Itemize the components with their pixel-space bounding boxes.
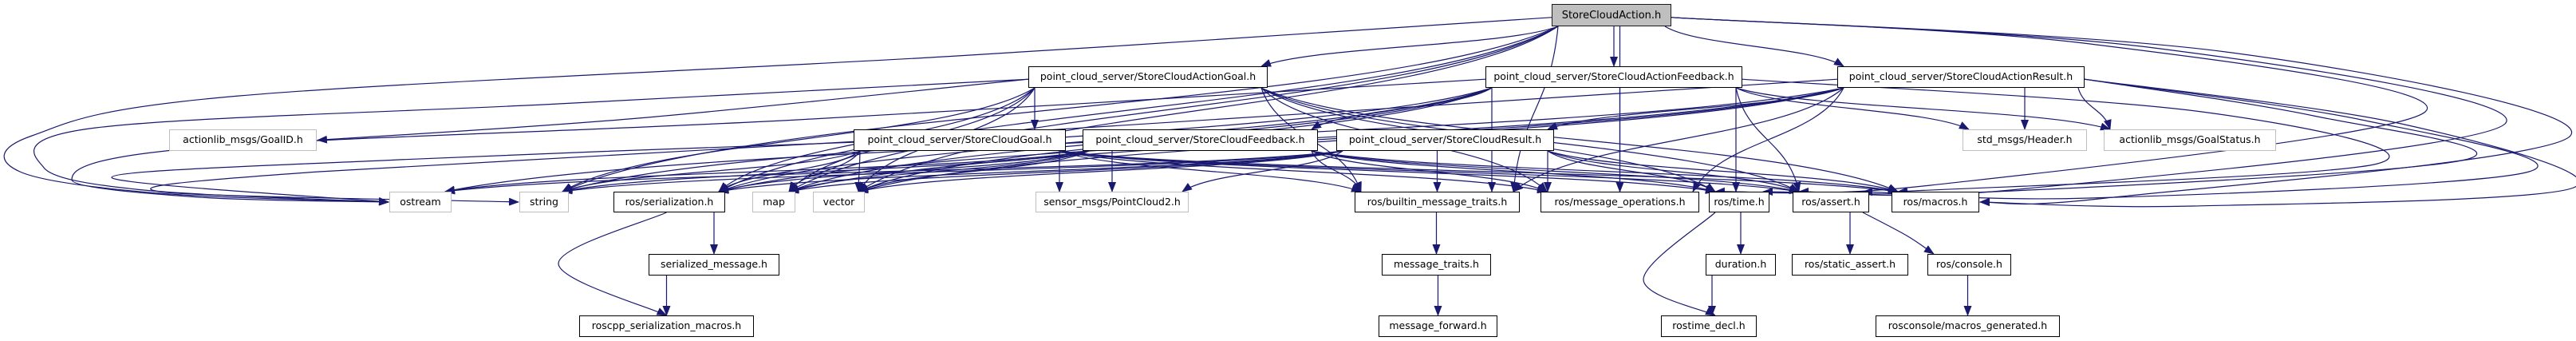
include-edge-root-string bbox=[562, 26, 1559, 192]
include-edge-root-ser bbox=[718, 26, 1559, 192]
include-edge-scfb-msgops bbox=[1311, 150, 1548, 192]
include-edge-AR-macros bbox=[1979, 78, 2576, 208]
graph-node-rcmacros[interactable]: rosconsole/macros_generated.h bbox=[1876, 315, 2060, 337]
graph-node-scfb[interactable]: point_cloud_server/StoreCloudFeedback.h bbox=[1083, 129, 1318, 151]
include-edge-scfb-assert bbox=[1311, 150, 1800, 194]
graph-node-assert[interactable]: ros/assert.h bbox=[1793, 192, 1869, 212]
graph-node-msgfwd[interactable]: message_forward.h bbox=[1379, 315, 1497, 337]
graph-node-vector: vector bbox=[813, 192, 865, 212]
include-edge-scfb-time bbox=[1311, 150, 1716, 193]
include-edge-assert-console bbox=[1862, 212, 1935, 255]
graph-node-AF[interactable]: point_cloud_server/StoreCloudActionFeedb… bbox=[1485, 66, 1742, 88]
graph-node-time[interactable]: ros/time.h bbox=[1709, 192, 1769, 212]
include-edge-scres-string bbox=[562, 150, 1343, 195]
include-edge-root-macros bbox=[1671, 17, 2573, 206]
graph-node-pc2: sensor_msgs/PointCloud2.h bbox=[1036, 192, 1189, 212]
include-edge-scgoal-vector bbox=[854, 150, 863, 192]
include-edge-AR-assert bbox=[1862, 78, 2539, 200]
include-edge-scres-assert bbox=[1547, 150, 1800, 192]
include-edge-root-ostream bbox=[3, 17, 1552, 206]
graph-node-scgoal[interactable]: point_cloud_server/StoreCloudGoal.h bbox=[854, 129, 1066, 151]
include-edge-AF-gstatus bbox=[1735, 87, 2111, 131]
include-edge-scgoal-ser bbox=[718, 150, 861, 192]
include-edge-root-AR bbox=[1664, 26, 1844, 67]
include-edge-root-AG bbox=[1260, 26, 1559, 67]
include-edge-root-vector bbox=[858, 26, 1559, 192]
graph-node-gstatus: actionlib_msgs/GoalStatus.h bbox=[2104, 129, 2276, 151]
graph-node-header: std_msgs/Header.h bbox=[1963, 129, 2087, 151]
include-edge-root-time bbox=[1671, 17, 2428, 196]
include-edge-scres-macros bbox=[1547, 150, 1899, 193]
include-edge-AR-gstatus bbox=[2077, 87, 2112, 130]
graph-node-ostream: ostream bbox=[389, 192, 452, 212]
graph-node-roscpps[interactable]: roscpp_serialization_macros.h bbox=[579, 315, 754, 337]
include-edge-AF-macros bbox=[1742, 78, 2390, 196]
graph-node-dur[interactable]: duration.h bbox=[1706, 254, 1776, 276]
include-edge-scfb-ostream bbox=[444, 150, 1090, 194]
graph-node-AR[interactable]: point_cloud_server/StoreCloudActionResul… bbox=[1837, 66, 2085, 88]
graph-node-root: StoreCloudAction.h bbox=[1552, 4, 1671, 26]
include-edge-AG-macros bbox=[1260, 87, 1899, 192]
graph-node-ser[interactable]: ros/serialization.h bbox=[613, 192, 725, 212]
include-edge-root-map bbox=[788, 26, 1559, 192]
include-edge-time-rtdecl bbox=[1643, 212, 1716, 316]
include-edge-ser-roscpps bbox=[558, 212, 668, 316]
include-edge-scres-time bbox=[1547, 150, 1716, 192]
graph-node-console[interactable]: ros/console.h bbox=[1927, 254, 2011, 276]
include-edge-scres-ostream bbox=[444, 150, 1343, 195]
graph-node-map: map bbox=[752, 192, 795, 212]
include-edge-scfb-string bbox=[562, 150, 1090, 194]
include-edge-scres-ser bbox=[718, 150, 1343, 194]
graph-node-msgops[interactable]: ros/message_operations.h bbox=[1540, 192, 1699, 212]
include-edge-scgoal-msgops bbox=[1059, 150, 1548, 194]
include-edge-scres-map bbox=[788, 150, 1343, 194]
include-edge-AG-goalid bbox=[317, 78, 1029, 144]
graph-node-builtin[interactable]: ros/builtin_message_traits.h bbox=[1355, 192, 1520, 212]
include-edge-scfb-builtin bbox=[1311, 150, 1362, 192]
graph-node-goalid: actionlib_msgs/GoalID.h bbox=[169, 129, 317, 151]
graph-node-rtdecl[interactable]: rostime_decl.h bbox=[1661, 315, 1757, 337]
include-edge-scgoal-builtin bbox=[1059, 150, 1362, 192]
graph-node-sassert[interactable]: ros/static_assert.h bbox=[1792, 254, 1908, 276]
include-edge-AR-msgops bbox=[1692, 87, 1844, 192]
include-edge-root-builtin bbox=[1510, 26, 1559, 192]
edge-group bbox=[3, 17, 2576, 316]
graph-node-sermsg[interactable]: serialized_message.h bbox=[649, 254, 779, 276]
graph-node-string: string bbox=[519, 192, 569, 212]
include-edge-scfb-vector bbox=[858, 150, 1090, 192]
include-edge-scfb-macros bbox=[1311, 150, 1899, 194]
graph-node-macros[interactable]: ros/macros.h bbox=[1892, 192, 1979, 212]
include-edge-scgoal-time bbox=[1059, 150, 1716, 194]
include-edge-AG-string bbox=[562, 87, 1036, 192]
include-edge-AF-header bbox=[1735, 87, 1970, 130]
graph-node-AG[interactable]: point_cloud_server/StoreCloudActionGoal.… bbox=[1028, 66, 1268, 88]
graph-node-mtraits[interactable]: message_traits.h bbox=[1382, 254, 1491, 276]
include-edge-scgoal-macros bbox=[1059, 150, 1899, 195]
include-edge-scgoal-string bbox=[562, 150, 861, 192]
graph-node-scres[interactable]: point_cloud_server/StoreCloudResult.h bbox=[1336, 129, 1554, 151]
include-edge-scres-pc2 bbox=[1181, 150, 1343, 192]
include-edge-scgoal-ostream bbox=[111, 141, 854, 205]
include-edge-scres-vector bbox=[858, 150, 1343, 194]
